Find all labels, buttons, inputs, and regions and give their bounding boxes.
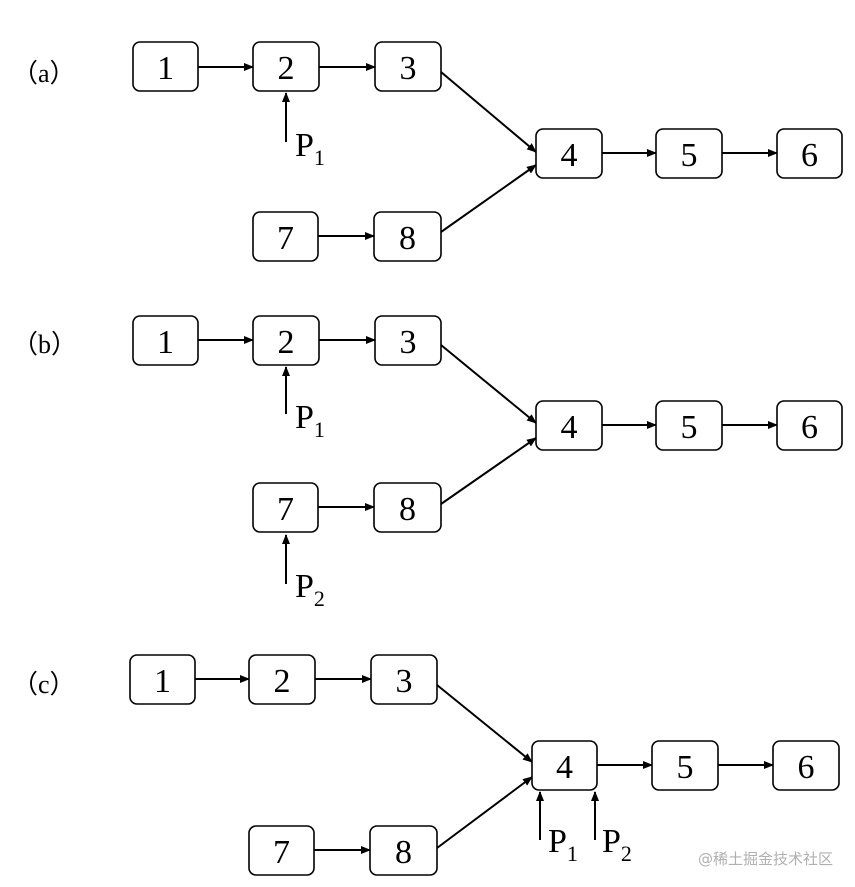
node-7-label: 7 xyxy=(277,220,294,257)
node-3: 3 xyxy=(374,315,442,366)
node-8-label: 8 xyxy=(399,491,416,528)
node-1-label: 1 xyxy=(157,50,174,87)
node-2-label: 2 xyxy=(274,663,291,700)
node-5-label: 5 xyxy=(677,749,694,786)
pointer-p1-label: P1 xyxy=(295,399,325,442)
node-2-label: 2 xyxy=(278,50,295,87)
node-7-label: 7 xyxy=(273,834,290,871)
node-1-label: 1 xyxy=(157,324,174,361)
pointer-p1: P1 xyxy=(282,366,325,442)
node-8: 8 xyxy=(369,825,438,876)
node-6-label: 6 xyxy=(798,749,815,786)
pointer-p2: P2 xyxy=(591,791,632,866)
node-4-label: 4 xyxy=(561,409,578,446)
pointer-p1-label: P1 xyxy=(548,823,578,866)
panel-a: （a） 1 2 3 4 5 6 7 8 P1 xyxy=(12,41,843,262)
node-1-label: 1 xyxy=(154,663,171,700)
node-4: 4 xyxy=(535,128,603,179)
node-6-label: 6 xyxy=(801,137,818,174)
node-5-label: 5 xyxy=(681,409,698,446)
node-2: 2 xyxy=(248,654,316,705)
node-2-label: 2 xyxy=(278,324,295,361)
node-5: 5 xyxy=(655,400,723,451)
node-6: 6 xyxy=(772,740,840,791)
node-7: 7 xyxy=(252,211,319,262)
node-6-label: 6 xyxy=(801,409,818,446)
edge-3-4 xyxy=(440,344,537,424)
watermark: @稀土掘金技术社区 xyxy=(697,850,833,868)
node-7-label: 7 xyxy=(277,491,294,528)
pointer-p2-label: P2 xyxy=(602,823,632,866)
edge-3-4 xyxy=(436,684,533,763)
node-3-label: 3 xyxy=(400,50,417,87)
node-5: 5 xyxy=(655,128,723,179)
node-8-label: 8 xyxy=(399,220,416,257)
pointer-p1-label: P1 xyxy=(295,127,325,170)
node-4: 4 xyxy=(531,740,598,791)
node-3: 3 xyxy=(370,654,438,705)
panel-c-label: （c） xyxy=(12,670,76,699)
node-8-label: 8 xyxy=(395,834,412,871)
node-8: 8 xyxy=(373,211,442,262)
node-4-label: 4 xyxy=(561,137,578,174)
edge-3-4 xyxy=(440,71,537,153)
pointer-p2: P2 xyxy=(282,534,325,611)
node-4: 4 xyxy=(535,400,603,451)
node-4-label: 4 xyxy=(556,749,573,786)
node-6: 6 xyxy=(776,400,843,451)
node-1: 1 xyxy=(132,41,199,92)
edge-8-4 xyxy=(440,164,537,233)
node-7: 7 xyxy=(252,482,319,533)
node-3: 3 xyxy=(374,41,442,92)
pointer-p2-label: P2 xyxy=(295,568,325,611)
node-2: 2 xyxy=(252,315,320,366)
node-8: 8 xyxy=(373,482,442,533)
node-3-label: 3 xyxy=(396,663,413,700)
node-1: 1 xyxy=(129,654,196,705)
panel-c: （c） 1 2 3 4 5 6 7 8 P1 P2 xyxy=(12,654,840,876)
panel-b-label: （b） xyxy=(12,330,77,359)
node-7: 7 xyxy=(248,825,315,876)
node-3-label: 3 xyxy=(400,324,417,361)
pointer-p1: P1 xyxy=(536,791,578,866)
panel-a-label: （a） xyxy=(12,59,76,88)
node-1: 1 xyxy=(132,315,199,366)
node-5-label: 5 xyxy=(681,137,698,174)
edge-8-4 xyxy=(436,776,533,849)
node-2: 2 xyxy=(252,41,320,92)
pointer-p1: P1 xyxy=(282,92,325,170)
edge-8-4 xyxy=(440,437,537,505)
panel-b: （b） 1 2 3 4 5 6 7 8 P1 P2 xyxy=(12,315,843,611)
node-5: 5 xyxy=(651,740,719,791)
node-6: 6 xyxy=(776,128,843,179)
